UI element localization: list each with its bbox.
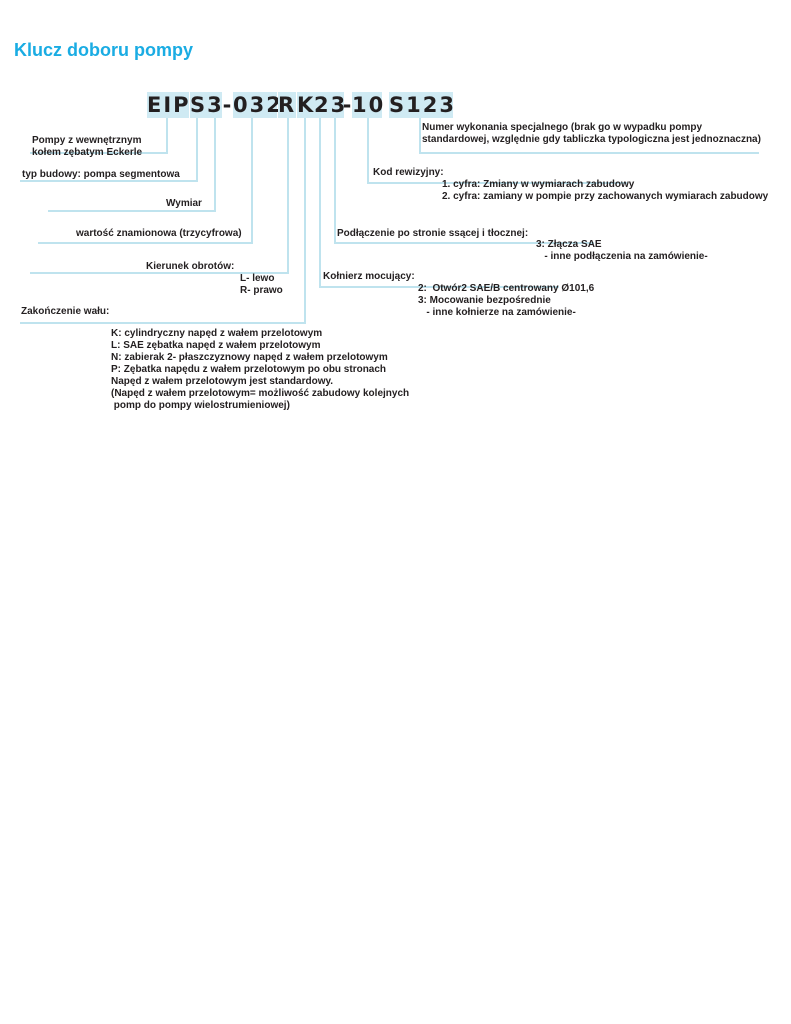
connector-line xyxy=(38,242,253,244)
connector-line xyxy=(319,118,321,288)
code-segment-eip: EIP xyxy=(147,92,191,118)
code-segment-s3: S3 xyxy=(190,92,224,118)
label-shaft-end: Zakończenie wału: xyxy=(21,306,110,317)
label-rotation: Kierunek obrotów: xyxy=(146,261,235,272)
connector-line xyxy=(30,272,289,274)
connector-line xyxy=(20,180,198,182)
connector-line xyxy=(251,118,253,244)
label-rotation-options: L- lewo R- prawo xyxy=(240,273,283,296)
label-nominal: wartość znamionowa (trzycyfrowa) xyxy=(76,228,242,239)
label-flange: Kołnierz mocujący: xyxy=(323,271,415,282)
connector-line xyxy=(419,152,759,154)
connector-line xyxy=(334,118,336,244)
connector-line xyxy=(30,152,168,154)
connector-line xyxy=(48,210,216,212)
label-revision: Kod rewizyjny: xyxy=(373,167,444,178)
label-shaft-note: (Napęd z wałem przelotowym= możliwość za… xyxy=(111,388,410,411)
code-segment-r: R xyxy=(278,92,297,118)
code-segment-s123: S123 xyxy=(389,92,456,118)
connector-line xyxy=(334,242,594,244)
connector-line xyxy=(319,286,559,288)
label-connection-options: 3: Złącza SAE - inne podłączenia na zamó… xyxy=(536,239,708,262)
code-dash: - xyxy=(342,93,354,117)
connector-line xyxy=(20,322,306,324)
label-special: Numer wykonania specjalnego (brak go w w… xyxy=(422,122,761,145)
connector-line xyxy=(367,118,369,184)
code-segment-k: K xyxy=(297,92,316,118)
label-connection: Podłączenie po stronie ssącej i tłocznej… xyxy=(337,228,529,239)
connector-line xyxy=(419,118,421,154)
label-flange-options: 2: Otwór2 SAE/B centrowany Ø101,6 3: Moc… xyxy=(418,283,595,318)
connector-line xyxy=(287,118,289,274)
connector-line xyxy=(304,118,306,324)
connector-line xyxy=(214,118,216,212)
label-revision-options: 1. cyfra: Zmiany w wymiarach zabudowy 2.… xyxy=(442,179,769,202)
page-title: Klucz doboru pompy xyxy=(14,40,193,60)
connector-line xyxy=(367,182,627,184)
label-build-type: typ budowy: pompa segmentowa xyxy=(22,169,180,180)
connector-line xyxy=(166,118,168,154)
code-segment-032: 032 xyxy=(233,92,283,118)
label-pump-type: Pompy z wewnętrznym kołem zębatym Eckerl… xyxy=(32,135,143,158)
connector-line xyxy=(196,118,198,182)
code-segment-23: 23 xyxy=(314,92,348,118)
code-dash: - xyxy=(222,93,234,117)
code-segment-10: 10 xyxy=(352,92,386,118)
label-size: Wymiar xyxy=(166,198,202,209)
label-shaft-options: K: cylindryczny napęd z wałem przelotowy… xyxy=(111,328,388,387)
